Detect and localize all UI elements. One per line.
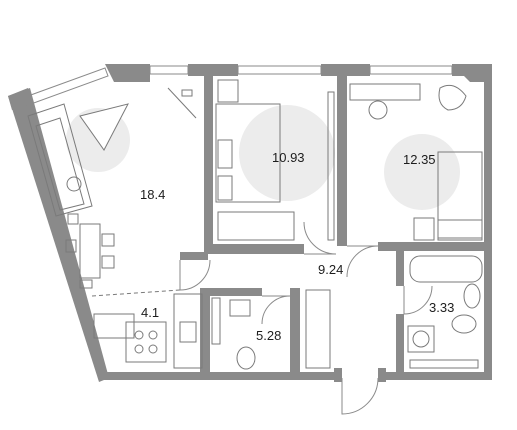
- area-label-bathroom-1: 5.28: [256, 328, 281, 343]
- wall-top-2: [321, 64, 370, 76]
- burner-4: [148, 344, 158, 354]
- area-label-hallway: 9.24: [318, 262, 343, 277]
- doors: [179, 221, 433, 415]
- wall-top-corner: [105, 64, 150, 82]
- nightstand-2: [413, 217, 435, 241]
- tv-stand: [167, 87, 197, 119]
- area-label-bedroom-1: 10.93: [272, 150, 305, 165]
- wall-bath-1-left: [200, 288, 210, 380]
- wall-bath-2-left-lower: [396, 314, 404, 380]
- windows: [27, 65, 453, 105]
- area-label-bedroom-2: 12.35: [403, 152, 436, 167]
- desk: [349, 83, 421, 101]
- zone-bedroom-1: [239, 105, 335, 201]
- wall-bath-1-top: [200, 288, 262, 296]
- dining-table: [79, 223, 101, 279]
- burner-2: [148, 330, 158, 340]
- chair-1: [67, 213, 79, 225]
- bedroom-2-furniture: [349, 83, 483, 241]
- wall-left: [8, 88, 109, 382]
- area-label-bathroom-2: 3.33: [429, 300, 454, 315]
- wall-bath-1-right: [290, 288, 300, 380]
- bedroom-1-furniture: [215, 79, 335, 241]
- bath-2-shelf: [409, 359, 479, 369]
- washing-machine: [407, 325, 435, 353]
- living-furniture: [27, 87, 197, 289]
- pillow-1b: [217, 175, 233, 201]
- plant: [438, 84, 467, 111]
- kitchen-counter-right: [173, 293, 203, 369]
- door-entrance: [341, 377, 379, 415]
- window-bedroom-1: [237, 65, 322, 75]
- wall-bedroom-1-bottom: [204, 244, 304, 254]
- chair-4: [101, 255, 115, 269]
- washbasin-2: [463, 283, 481, 309]
- door-bedroom-1: [303, 221, 337, 255]
- chair-2: [65, 239, 77, 253]
- door-bedroom-2: [346, 245, 379, 278]
- chair-3: [101, 233, 115, 247]
- sink: [179, 321, 197, 343]
- kitchen-dashed-line: [91, 289, 181, 297]
- tv: [181, 89, 193, 97]
- shelf-1: [327, 91, 335, 241]
- toilet-1: [236, 346, 256, 370]
- bed-1: [215, 103, 281, 203]
- wall-bedroom-2-bottom: [378, 242, 492, 251]
- nightstand-1: [217, 79, 239, 103]
- wall-kitchen-top: [180, 252, 208, 260]
- stove: [125, 321, 167, 363]
- wall-bedroom-1-left: [204, 76, 213, 254]
- walls: [8, 64, 492, 382]
- sofa-seat: [35, 117, 85, 211]
- wall-bath-2-left-upper: [396, 242, 404, 286]
- toilet-2: [451, 314, 477, 334]
- armchair-triangle: [79, 103, 129, 151]
- wall-entrance-left: [334, 368, 342, 382]
- door-bath-2: [403, 285, 433, 315]
- window-bedroom-2: [369, 65, 453, 75]
- door-kitchen: [179, 259, 211, 291]
- washbasin-1: [229, 299, 251, 317]
- wall-between-bedrooms: [337, 76, 347, 246]
- area-label-kitchen-nook: 4.1: [141, 305, 159, 320]
- hallway-wardrobe: [305, 289, 331, 369]
- wall-left-cap: [8, 88, 31, 110]
- room-zone-highlights: [66, 105, 460, 210]
- lamp: [66, 176, 82, 192]
- area-label-living: 18.4: [140, 187, 165, 202]
- bed-2: [437, 151, 483, 241]
- desk-chair: [368, 100, 388, 120]
- bed-2-pillow: [437, 219, 483, 239]
- kitchen-counter-bottom: [93, 313, 135, 339]
- zone-bedroom-2: [384, 134, 460, 210]
- chair-5: [79, 279, 93, 289]
- door-bath-1: [261, 295, 291, 325]
- wall-top-1: [188, 64, 238, 76]
- burner-3: [134, 344, 144, 354]
- window-living-top: [149, 65, 189, 75]
- kitchen-furniture: [91, 289, 203, 369]
- pillow-1a: [217, 139, 233, 169]
- hallway-furniture: [305, 289, 331, 369]
- bathtub: [409, 255, 483, 283]
- wall-entrance-right: [378, 368, 386, 382]
- towel-rail: [211, 297, 221, 345]
- area-labels: 18.4 10.93 12.35 4.1 9.24 5.28 3.33: [140, 150, 454, 343]
- sofa: [27, 103, 93, 217]
- burner-1: [134, 330, 144, 340]
- washing-machine-drum: [412, 330, 430, 348]
- wardrobe-1: [217, 211, 295, 241]
- wall-bottom-left: [99, 372, 334, 380]
- bathroom-1-fixtures: [211, 297, 256, 370]
- window-living-left: [27, 67, 109, 105]
- wall-bottom-right: [382, 372, 492, 380]
- wall-top-right-corner: [452, 64, 492, 82]
- wall-right: [484, 76, 492, 380]
- bathroom-2-fixtures: [407, 255, 483, 369]
